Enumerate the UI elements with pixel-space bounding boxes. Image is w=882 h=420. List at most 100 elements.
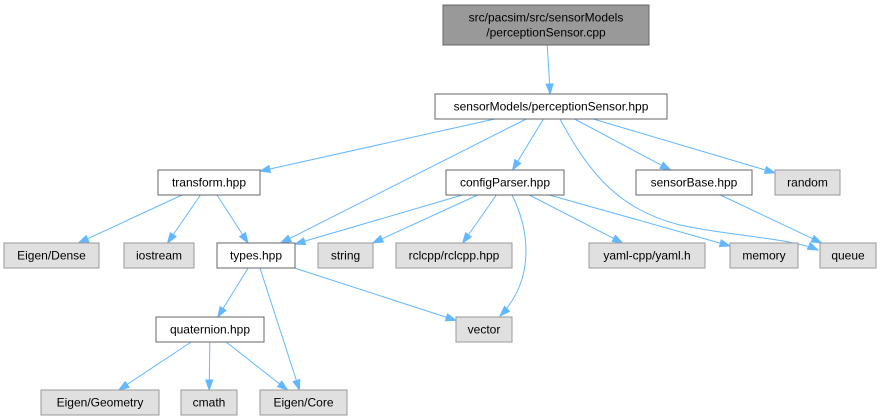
edge-quaternion_hpp-to-cmath [205,341,214,392]
edge-line [268,118,495,170]
edge-perception_hpp-to-transform_hpp [258,118,495,173]
node-box [395,242,513,269]
node-quaternion-hpp[interactable]: quaternion.hpp [155,316,265,343]
edge-perception_hpp-to-types_hpp [279,118,527,244]
edge-arrowhead [659,161,672,171]
node-box [442,4,650,46]
edge-line [574,118,663,167]
edge-arrowhead [371,234,385,244]
node-config-hpp[interactable]: configParser.hpp [445,169,565,196]
edge-arrowhead [498,305,511,318]
edge-arrowhead [258,164,272,173]
edge-quaternion_hpp-to-eigen_geometry [117,341,192,391]
edge-perception_hpp-to-config_hpp [511,118,544,172]
edge-line [549,194,722,244]
node-rclcpp[interactable]: rclcpp/rclcpp.hpp [395,242,513,269]
node-label: memory [742,249,785,263]
node-label: cmath [193,396,226,410]
node-root[interactable]: src/pacsim/src/sensorModels/perceptionSe… [442,4,650,46]
edge-arrowhead [611,234,625,244]
edge-config_hpp-to-vector [498,194,527,318]
node-box [157,169,261,196]
node-eigen-dense[interactable]: Eigen/Dense [3,242,100,269]
edge-line [303,194,463,242]
node-label: src/pacsim/src/sensorModels [469,11,624,25]
edge-types_hpp-to-vector [294,267,458,322]
edge-line [559,118,819,251]
node-cmath[interactable]: cmath [180,389,238,416]
edge-line [126,341,192,386]
node-label: iostream [136,249,182,263]
node-label: transform.hpp [172,176,246,190]
edge-sensorbase_hpp-to-queue [720,194,823,244]
node-label: rclcpp/rclcpp.hpp [409,249,500,263]
node-label: random [787,176,828,190]
node-queue[interactable]: queue [819,242,877,269]
node-label: quaternion.hpp [170,323,250,337]
edge-line [593,118,767,171]
edge-transform_hpp-to-types_hpp [216,194,249,245]
edge-config_hpp-to-types_hpp [293,194,463,246]
node-label: types.hpp [230,249,282,263]
node-label: configParser.hpp [460,176,550,190]
node-eigen-core[interactable]: Eigen/Core [259,389,348,416]
node-box [635,169,753,196]
node-label: sensorModels/perceptionSensor.hpp [454,100,649,114]
edge-arrowhead [511,158,522,172]
edge-arrowhead [117,380,130,391]
node-memory[interactable]: memory [729,242,799,269]
node-box [40,389,160,416]
node-box [317,242,374,269]
node-iostream[interactable]: iostream [123,242,195,269]
node-box [155,316,265,343]
node-types-hpp[interactable]: types.hpp [216,242,296,269]
node-box [3,242,100,269]
node-perception-hpp[interactable]: sensorModels/perceptionSensor.hpp [434,93,668,120]
edge-line [172,194,201,236]
node-label: Eigen/Core [273,396,333,410]
edge-line [546,44,551,86]
node-box [216,242,296,269]
node-box [774,169,841,196]
edge-config_hpp-to-rclcpp [461,194,497,245]
edge-line [208,341,211,382]
edge-line [294,267,448,319]
node-label: Eigen/Dense [17,249,86,263]
node-eigen-geometry[interactable]: Eigen/Geometry [40,389,160,416]
edge-types_hpp-to-quaternion_hpp [217,267,249,319]
edge-arrowhead [205,379,214,392]
edge-line [288,118,527,240]
edge-transform_hpp-to-iostream [166,194,201,245]
edges-layer [77,44,823,392]
edge-perception_hpp-to-random [593,118,777,174]
node-box [180,389,238,416]
node-yaml[interactable]: yaml-cpp/yaml.h [588,242,706,269]
edge-arrowhead [545,83,554,96]
edge-arrowhead [293,237,307,246]
nodes-layer: src/pacsim/src/sensorModels/perceptionSe… [3,4,877,416]
edge-quaternion_hpp-to-eigen_core [225,341,289,391]
edge-arrowhead [217,305,227,319]
node-box [819,242,877,269]
node-vector[interactable]: vector [455,316,513,343]
edge-line [467,194,497,236]
edge-line [720,194,814,240]
node-box [434,93,668,120]
node-transform-hpp[interactable]: transform.hpp [157,169,261,196]
edge-arrowhead [810,234,823,244]
edge-arrowhead [718,238,732,248]
node-random[interactable]: random [774,169,841,196]
node-box [729,242,799,269]
edge-perception_hpp-to-queue [559,118,820,251]
edge-arrowhead [77,234,90,244]
edge-line [225,341,281,385]
node-string[interactable]: string [317,242,374,269]
edge-config_hpp-to-yaml [529,194,625,244]
edge-arrowhead [461,231,473,245]
node-label: vector [468,323,501,337]
node-box [588,242,706,269]
edge-line [499,194,527,317]
node-box [455,316,513,343]
node-sensorbase-hpp[interactable]: sensorBase.hpp [635,169,753,196]
